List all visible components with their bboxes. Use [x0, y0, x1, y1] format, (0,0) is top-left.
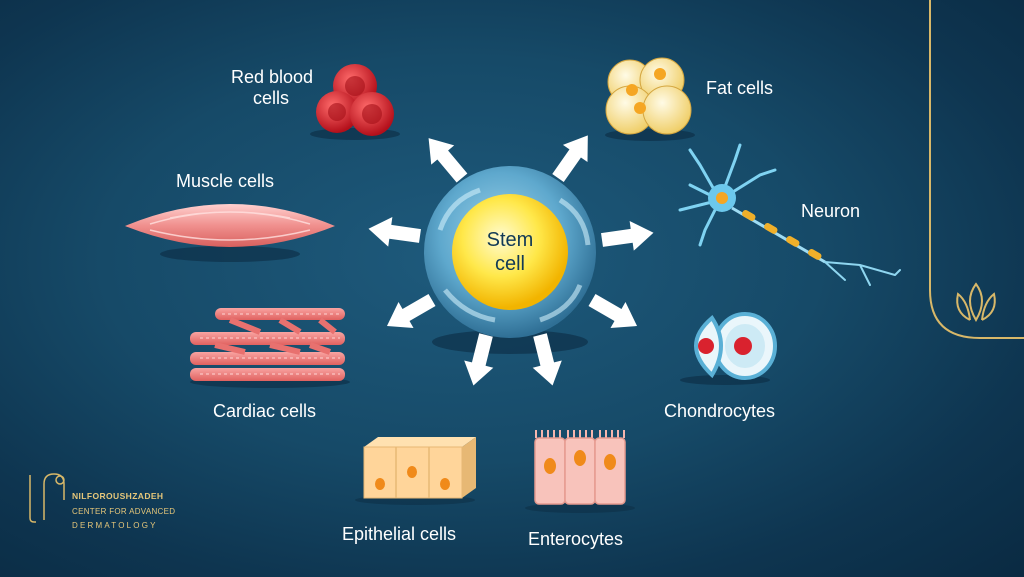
fat-cells-illustration [605, 57, 695, 141]
label-chondrocytes: Chondrocytes [664, 401, 776, 421]
arrow-to-muscle-cells [368, 216, 421, 247]
brand-logo-icon [29, 473, 65, 523]
label-cardiac-cells: Cardiac cells [213, 401, 317, 421]
label-red-blood-cells-line1: Red blood [231, 67, 314, 87]
arrow-to-epithelial-cells [464, 333, 494, 386]
epithelial-cells-illustration [355, 437, 476, 505]
label-enterocytes: Enterocytes [528, 529, 624, 549]
arrow-to-enterocytes [532, 333, 562, 386]
label-muscle-cells: Muscle cells [176, 171, 275, 191]
stem-cell-label-line1: Stem [486, 229, 534, 251]
label-epithelial-cells: Epithelial cells [342, 524, 457, 544]
brand-tagline-line2: DERMATOLOGY [72, 521, 158, 530]
label-neuron: Neuron [801, 201, 861, 221]
neuron-illustration [678, 143, 901, 286]
arrow-to-neuron [601, 220, 654, 251]
stem-cell-label-line2: cell [494, 253, 525, 275]
cardiac-cells-illustration [190, 308, 350, 388]
lotus-logo-icon [956, 282, 996, 322]
label-fat-cells: Fat cells [706, 78, 774, 98]
arrow-to-red-blood-cells [428, 138, 468, 183]
label-red-blood-cells-line2: cells [253, 88, 290, 108]
brand-name: NILFOROUSHZADEH [72, 491, 164, 501]
brand-tagline-line1: CENTER FOR ADVANCED [72, 507, 176, 516]
muscle-cell-illustration [125, 204, 335, 262]
stem-cell [424, 166, 596, 354]
chondrocytes-illustration [680, 312, 777, 385]
arrow-to-cardiac-cells [386, 293, 436, 328]
differentiation-arrows [368, 135, 654, 386]
enterocytes-illustration [525, 430, 635, 513]
red-blood-cells-illustration [310, 64, 400, 140]
arrow-to-chondrocytes [588, 293, 638, 328]
stem-cell-label: Stem cell [465, 228, 555, 276]
gold-frame-decoration [929, 0, 1024, 339]
arrow-to-fat-cells [552, 135, 588, 183]
